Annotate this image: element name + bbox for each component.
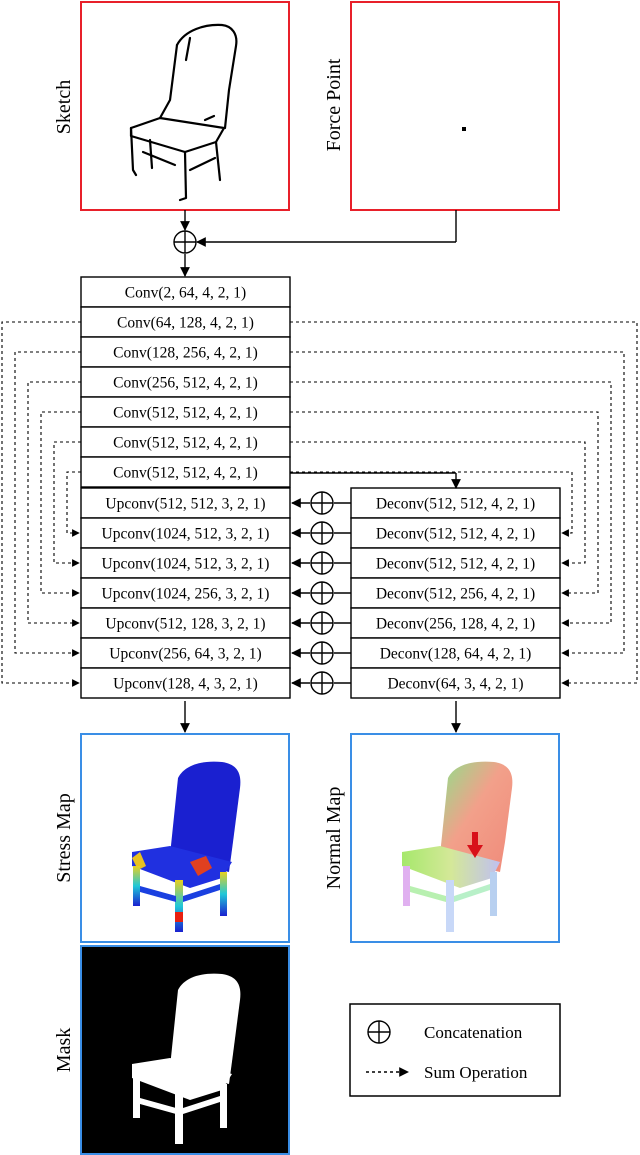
encoder-layer-4: Conv(256, 512, 4, 2, 1) [80, 366, 291, 398]
stress-map-chair-image [132, 761, 241, 932]
mask-label: Mask [53, 1028, 75, 1072]
concat-icons [291, 491, 351, 695]
stress-map-label: Stress Map [53, 793, 75, 882]
output-arrows [180, 701, 461, 733]
upconv-layer-3-label: Upconv(1024, 512, 3, 2, 1) [102, 556, 270, 573]
upconv-layer-5: Upconv(512, 128, 3, 2, 1) [80, 607, 291, 639]
sketch-chair-drawing [129, 23, 238, 202]
force-point-dot [462, 127, 466, 131]
deconv-layer-5-label: Deconv(256, 128, 4, 2, 1) [376, 616, 535, 633]
upconv-layer-3: Upconv(1024, 512, 3, 2, 1) [80, 547, 291, 579]
upconv-layer-5-label: Upconv(512, 128, 3, 2, 1) [105, 616, 265, 633]
encoder-stack: Conv(2, 64, 4, 2, 1) Conv(64, 128, 4, 2, … [80, 276, 291, 488]
skip-connection [40, 411, 599, 597]
legend-concat-icon [367, 1020, 391, 1044]
deconv-layer-1-label: Deconv(512, 512, 4, 2, 1) [376, 496, 535, 513]
encoder-layer-1: Conv(2, 64, 4, 2, 1) [80, 276, 291, 308]
upconv-layer-6-label: Upconv(256, 64, 3, 2, 1) [109, 646, 261, 663]
deconv-layer-1: Deconv(512, 512, 4, 2, 1) [350, 487, 561, 519]
mask-panel: Mask [53, 945, 290, 1155]
legend-frame [349, 1003, 561, 1097]
skip-connection [27, 381, 612, 627]
force-point-frame [350, 1, 560, 211]
encoder-layer-2-label: Conv(64, 128, 4, 2, 1) [117, 315, 254, 332]
input-concat-icon [173, 230, 197, 254]
deconv-layer-2-label: Deconv(512, 512, 4, 2, 1) [376, 526, 535, 543]
deconv-layer-4-label: Deconv(512, 256, 4, 2, 1) [376, 586, 535, 603]
input-merge [180, 210, 457, 277]
legend-concat-label: Concatenation [424, 1023, 523, 1042]
deconv-layer-2: Deconv(512, 512, 4, 2, 1) [350, 517, 561, 549]
upconv-stack: Upconv(512, 512, 3, 2, 1) Upconv(1024, 51… [80, 487, 291, 699]
encoder-layer-5-label: Conv(512, 512, 4, 2, 1) [113, 405, 258, 422]
encoder-layer-6: Conv(512, 512, 4, 2, 1) [80, 426, 291, 458]
concat-icon [291, 641, 351, 665]
encoder-layer-7: Conv(512, 512, 4, 2, 1) [80, 456, 291, 488]
upconv-layer-7-label: Upconv(128, 4, 3, 2, 1) [113, 676, 258, 693]
encoder-layer-6-label: Conv(512, 512, 4, 2, 1) [113, 435, 258, 452]
upconv-layer-1: Upconv(512, 512, 3, 2, 1) [80, 487, 291, 519]
mask-frame [80, 945, 290, 1155]
deconv-layer-7: Deconv(64, 3, 4, 2, 1) [350, 667, 561, 699]
upconv-layer-6: Upconv(256, 64, 3, 2, 1) [80, 637, 291, 669]
concat-icon [291, 551, 351, 575]
deconv-layer-4: Deconv(512, 256, 4, 2, 1) [350, 577, 561, 609]
bottleneck-connection [290, 472, 461, 489]
upconv-layer-7: Upconv(128, 4, 3, 2, 1) [80, 667, 291, 699]
sketch-panel: Sketch [53, 1, 290, 211]
normal-map-label: Normal Map [323, 787, 345, 890]
upconv-layer-2-label: Upconv(1024, 512, 3, 2, 1) [102, 526, 270, 543]
deconv-layer-3: Deconv(512, 512, 4, 2, 1) [350, 547, 561, 579]
force-point-panel: Force Point [323, 1, 560, 211]
deconv-layer-3-label: Deconv(512, 512, 4, 2, 1) [376, 556, 535, 573]
encoder-layer-5: Conv(512, 512, 4, 2, 1) [80, 396, 291, 428]
normal-map-panel: Normal Map [323, 733, 560, 943]
encoder-layer-7-label: Conv(512, 512, 4, 2, 1) [113, 465, 258, 482]
skip-connections [1, 321, 638, 687]
skip-connection [53, 441, 586, 567]
deconv-stack: Deconv(512, 512, 4, 2, 1) Deconv(512, 512… [350, 487, 561, 699]
stress-map-panel: Stress Map [53, 733, 290, 943]
upconv-layer-4-label: Upconv(1024, 256, 3, 2, 1) [102, 586, 270, 603]
encoder-layer-2: Conv(64, 128, 4, 2, 1) [80, 306, 291, 338]
upconv-layer-2: Upconv(1024, 512, 3, 2, 1) [80, 517, 291, 549]
legend: Concatenation Sum Operation [349, 1003, 561, 1097]
encoder-layer-4-label: Conv(256, 512, 4, 2, 1) [113, 375, 258, 392]
mask-chair-image [132, 973, 241, 1144]
encoder-layer-1-label: Conv(2, 64, 4, 2, 1) [125, 285, 246, 302]
deconv-layer-5: Deconv(256, 128, 4, 2, 1) [350, 607, 561, 639]
sketch-label: Sketch [53, 80, 75, 134]
encoder-layer-3-label: Conv(128, 256, 4, 2, 1) [113, 345, 258, 362]
deconv-layer-6: Deconv(128, 64, 4, 2, 1) [350, 637, 561, 669]
deconv-layer-7-label: Deconv(64, 3, 4, 2, 1) [387, 676, 523, 693]
upconv-layer-4: Upconv(1024, 256, 3, 2, 1) [80, 577, 291, 609]
concat-icon [291, 521, 351, 545]
force-point-label: Force Point [323, 58, 345, 151]
concat-icon [291, 671, 351, 695]
skip-connection [14, 351, 625, 657]
upconv-layer-1-label: Upconv(512, 512, 3, 2, 1) [105, 496, 265, 513]
concat-icon [291, 581, 351, 605]
skip-connection [1, 321, 638, 687]
force-arrow-icon [467, 832, 483, 858]
legend-sum-label: Sum Operation [424, 1063, 528, 1082]
concat-icon [291, 491, 351, 515]
skip-connection [66, 471, 573, 537]
deconv-layer-6-label: Deconv(128, 64, 4, 2, 1) [380, 646, 532, 663]
concat-icon [291, 611, 351, 635]
encoder-layer-3: Conv(128, 256, 4, 2, 1) [80, 336, 291, 368]
